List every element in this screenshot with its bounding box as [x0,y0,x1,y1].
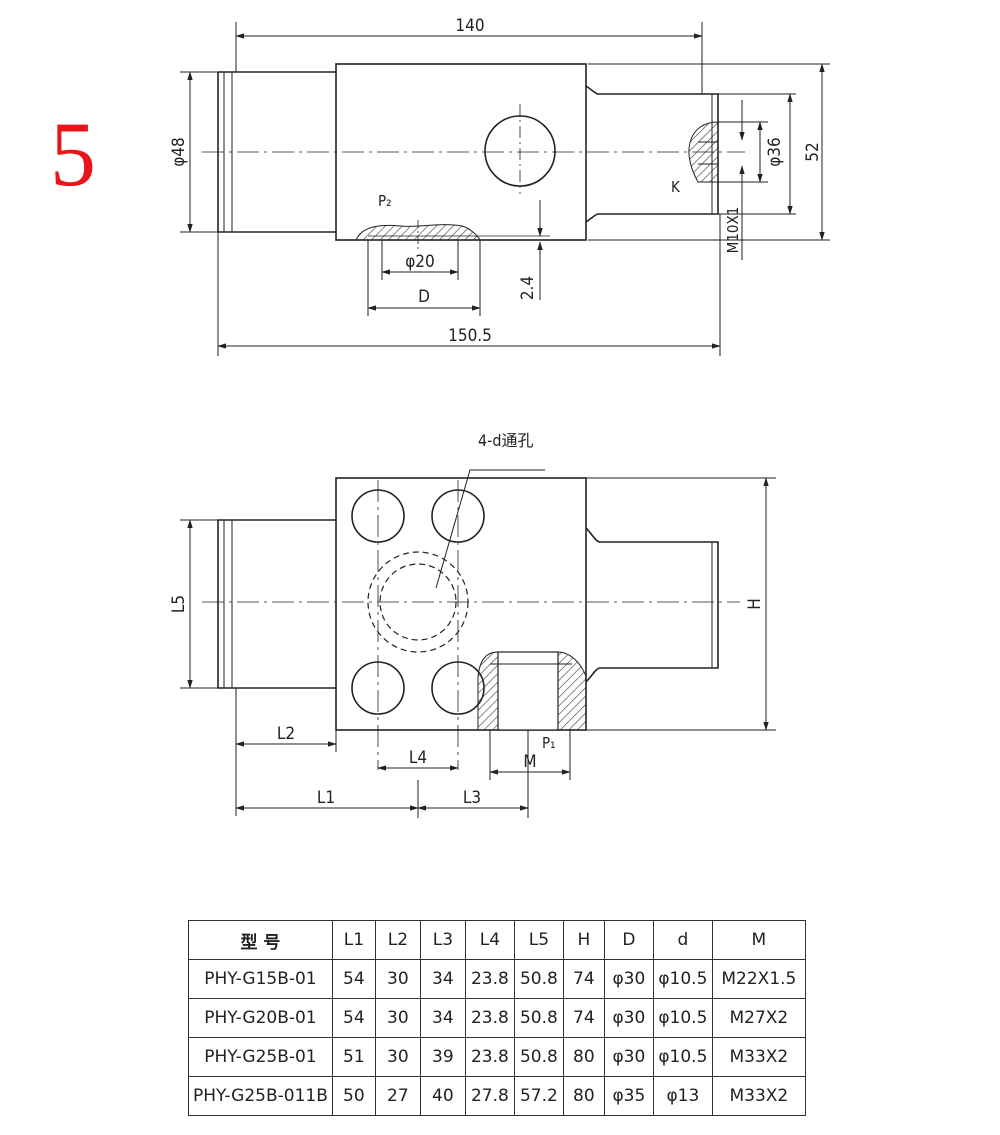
table-cell: PHY-G25B-01 [188,1037,333,1077]
table-cell: 39 [419,1037,466,1077]
table-cell: φ10.5 [652,998,713,1038]
table-cell: 27.8 [464,1076,515,1116]
label-L5: L5 [169,595,189,613]
label-M: M [523,752,536,772]
label-140: 140 [455,16,484,36]
table-cell: 50.8 [513,998,564,1038]
top-view-dimensions [180,22,830,356]
bottom-view-dimensions [180,477,776,818]
table-cell: M22X1.5 [711,959,806,999]
label-k: K [671,178,681,196]
header-cell: 型 号 [188,920,333,960]
table-cell: 51 [331,1037,376,1077]
label-L4: L4 [409,748,427,768]
table-cell: 50.8 [513,959,564,999]
label-52: 52 [803,142,823,161]
label-20: φ20 [405,252,435,272]
table-cell: 50 [331,1076,376,1116]
table-cell: 50.8 [513,1037,564,1077]
figure-number: 5 [50,103,96,205]
table-header-row: 型 号 L1 L2 L3 L4 L5 H D d M [188,920,806,960]
table-cell: M33X2 [711,1037,806,1077]
hole-note-leader [435,469,545,589]
table-cell: φ30 [603,959,654,999]
table-cell: φ10.5 [652,1037,713,1077]
label-m10: M10X1 [724,207,742,254]
table-cell: M27X2 [711,998,806,1038]
top-view-labels: 140 150.5 φ48 φ20 D 2.4 φ36 52 M10X1 P₂ … [169,16,823,346]
label-p1: P₁ [542,734,556,752]
table-cell: PHY-G25B-011B [188,1076,333,1116]
label-H: H [745,598,765,610]
header-cell: H [562,920,605,960]
label-150: 150.5 [448,326,492,346]
table-cell: 57.2 [513,1076,564,1116]
table-cell: 30 [374,959,421,999]
table-cell: φ35 [603,1076,654,1116]
table-cell: PHY-G20B-01 [188,998,333,1038]
label-48: φ48 [169,137,189,167]
table-row: PHY-G25B-01 51 30 39 23.8 50.8 80 φ30 φ1… [188,1037,806,1077]
table-cell: 23.8 [464,998,515,1038]
table-cell: 30 [374,998,421,1038]
label-L1: L1 [317,788,335,808]
table-row: PHY-G15B-01 54 30 34 23.8 50.8 74 φ30 φ1… [188,959,806,999]
label-p2: P₂ [378,192,392,210]
header-cell: D [603,920,654,960]
header-cell: L1 [331,920,376,960]
technical-drawing: 140 150.5 φ48 φ20 D 2.4 φ36 52 M10X1 P₂ … [169,16,830,818]
left-shaft-outline-2 [217,519,336,689]
table-row: PHY-G25B-011B 50 27 40 27.8 57.2 80 φ35 … [188,1076,806,1116]
right-stub-outline-2 [585,527,719,683]
p1-port-hatch-right [557,651,587,731]
table-cell: 80 [562,1037,605,1077]
table-cell: 27 [374,1076,421,1116]
header-cell: L2 [374,920,421,960]
header-cell: M [711,920,806,960]
top-view [202,63,745,250]
table-cell: 74 [562,998,605,1038]
label-L3: L3 [463,788,481,808]
header-cell: L4 [464,920,515,960]
header-cell: d [652,920,713,960]
table-cell: 40 [419,1076,466,1116]
header-cell: L5 [513,920,564,960]
table-cell: φ30 [603,1037,654,1077]
main-body-2 [335,477,587,731]
label-hole-note: 4-d通孔 [478,431,534,450]
label-2-4: 2.4 [518,276,538,300]
table-cell: 23.8 [464,959,515,999]
table-cell: PHY-G15B-01 [188,959,333,999]
table-cell: M33X2 [711,1076,806,1116]
table-cell: φ30 [603,998,654,1038]
table-cell: 74 [562,959,605,999]
table-cell: φ13 [652,1076,713,1116]
table-cell: 80 [562,1076,605,1116]
table-cell: 23.8 [464,1037,515,1077]
table-cell: 30 [374,1037,421,1077]
table-cell: 54 [331,998,376,1038]
table-cell: 34 [419,959,466,999]
label-D: D [418,287,430,307]
table-cell: φ10.5 [652,959,713,999]
spec-table: 型 号 L1 L2 L3 L4 L5 H D d M PHY-G15B-01 5… [188,920,806,1116]
table-cell: 34 [419,998,466,1038]
table-cell: 54 [331,959,376,999]
table-row: PHY-G20B-01 54 30 34 23.8 50.8 74 φ30 φ1… [188,998,806,1038]
label-36: φ36 [765,137,785,167]
label-L2: L2 [277,724,295,744]
bottom-view-labels: 4-d通孔 L5 H L2 L4 M L1 L3 P₁ [169,431,765,808]
header-cell: L3 [419,920,466,960]
